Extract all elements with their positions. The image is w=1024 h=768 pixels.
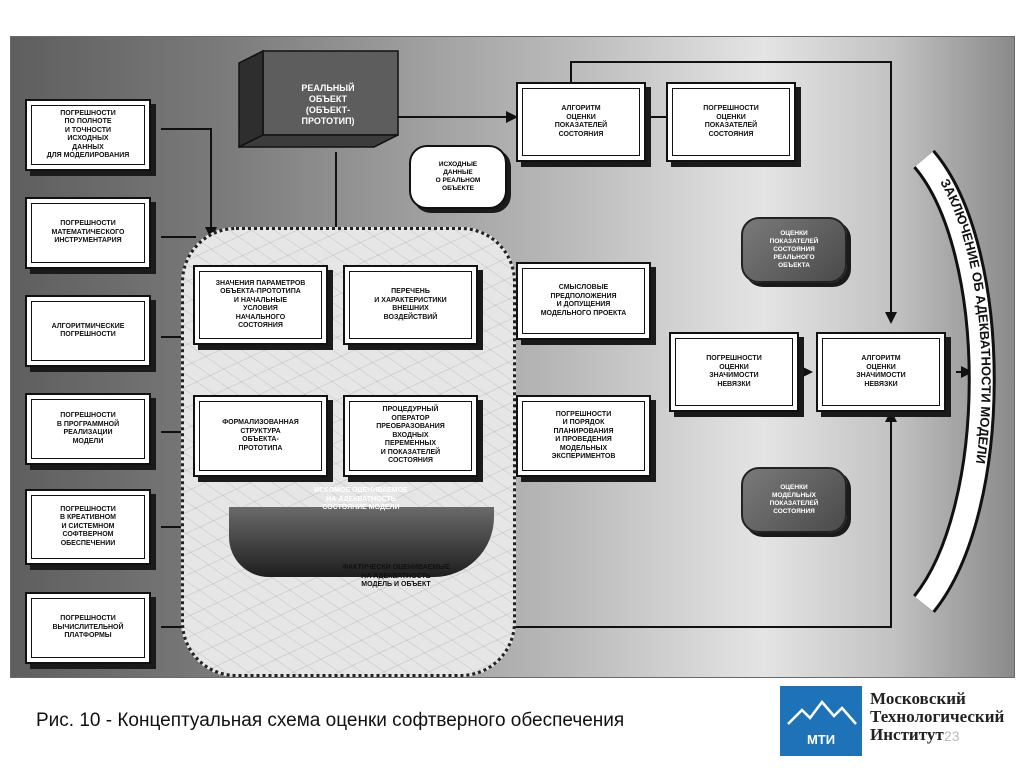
institute-line-3: Институт [870,725,944,744]
prototype-parameters-box: ЗНАЧЕНИЯ ПАРАМЕТРОВ ОБЪЕКТА-ПРОТОТИПА И … [193,265,328,345]
conclusion-arc: ЗАКЛЮЧЕНИЕ ОБ АДЕКВАТНОСТИ МОДЕЛИ [912,149,996,613]
institute-name: Московский Технологический Институт [870,690,1004,744]
left-box-3: АЛГОРИТМИЧЕСКИЕ ПОГРЕШНОСТИ [25,295,151,367]
left-box-6: ПОГРЕШНОСТИ ВЫЧИСЛИТЕЛЬНОЙ ПЛАТФОРМЫ [25,592,151,664]
institute-line-2: Технологический [870,707,1005,726]
svg-text:МТИ: МТИ [807,732,835,747]
mti-logo: МТИ [780,686,862,756]
state-estimation-algorithm-box: АЛГОРИТМ ОЦЕНКИ ПОКАЗАТЕЛЕЙ СОСТОЯНИЯ [516,82,646,162]
sought-state-region [229,507,494,577]
left-box-2: ПОГРЕШНОСТИ МАТЕМАТИЧЕСКОГО ИНСТРУМЕНТАР… [25,197,151,269]
left-box-5: ПОГРЕШНОСТИ В КРЕАТИВНОМ И СИСТЕМНОМ СОФ… [25,489,151,565]
real-object-block [238,49,399,149]
left-box-1: ПОГРЕШНОСТИ ПО ПОЛНОТЕ И ТОЧНОСТИ ИСХОДН… [25,99,151,171]
external-influences-box: ПЕРЕЧЕНЬ И ХАРАКТЕРИСТИКИ ВНЕШНИХ ВОЗДЕЙ… [343,265,478,345]
procedural-operator-box: ПРОЦЕДУРНЫЙ ОПЕРАТОР ПРЕОБРАЗОВАНИЯ ВХОД… [343,395,478,477]
residual-significance-algorithm-box: АЛГОРИТМ ОЦЕНКИ ЗНАЧИМОСТИ НЕВЯЗКИ [816,332,946,412]
actual-estimated-label: ФАКТИЧЕСКИ ОЦЕНИВАЕМЫЕ НА АДЕКВАТНОСТЬ М… [342,564,450,588]
residual-significance-errors-box: ПОГРЕШНОСТИ ОЦЕНКИ ЗНАЧИМОСТИ НЕВЯЗКИ [669,332,799,412]
page-number: 23 [944,728,960,744]
mountain-icon: МТИ [787,700,857,747]
institute-line-1: Московский [870,689,966,708]
formalized-structure-box: ФОРМАЛИЗОВАННАЯ СТРУКТУРА ОБЪЕКТА- ПРОТО… [193,395,328,477]
source-data-callout: ИСХОДНЫЕ ДАННЫЕ О РЕАЛЬНОМ ОБЪЕКТЕ [409,145,507,209]
model-state-estimates-callout: ОЦЕНКИ МОДЕЛЬНЫХ ПОКАЗАТЕЛЕЙ СОСТОЯНИЯ [741,467,847,533]
sought-state-label: ИСКОМОЕ ОЦЕНИВАЕМОЕ НА АДЕКВАТНОСТЬ СОСТ… [314,487,408,511]
left-box-4: ПОГРЕШНОСТИ В ПРОГРАММНОЙ РЕАЛИЗАЦИИ МОД… [25,393,151,465]
real-state-estimates-callout: ОЦЕНКИ ПОКАЗАТЕЛЕЙ СОСТОЯНИЯ РЕАЛЬНОГО О… [741,217,847,283]
experiments-errors-box: ПОГРЕШНОСТИ И ПОРЯДОК ПЛАНИРОВАНИЯ И ПРО… [516,395,651,477]
real-object-label: РЕАЛЬНЫЙ ОБЪЕКТ (ОБЪЕКТ- ПРОТОТИП) [301,83,355,126]
assumptions-box: СМЫСЛОВЫЕ ПРЕДПОЛОЖЕНИЯ И ДОПУЩЕНИЯ МОДЕ… [516,262,651,340]
conceptual-diagram: РЕАЛЬНЫЙ ОБЪЕКТ (ОБЪЕКТ- ПРОТОТИП) ПОГРЕ… [10,36,1015,678]
figure-caption: Рис. 10 - Концептуальная схема оценки со… [36,710,625,731]
state-estimation-errors-box: ПОГРЕШНОСТИ ОЦЕНКИ ПОКАЗАТЕЛЕЙ СОСТОЯНИЯ [666,82,796,162]
